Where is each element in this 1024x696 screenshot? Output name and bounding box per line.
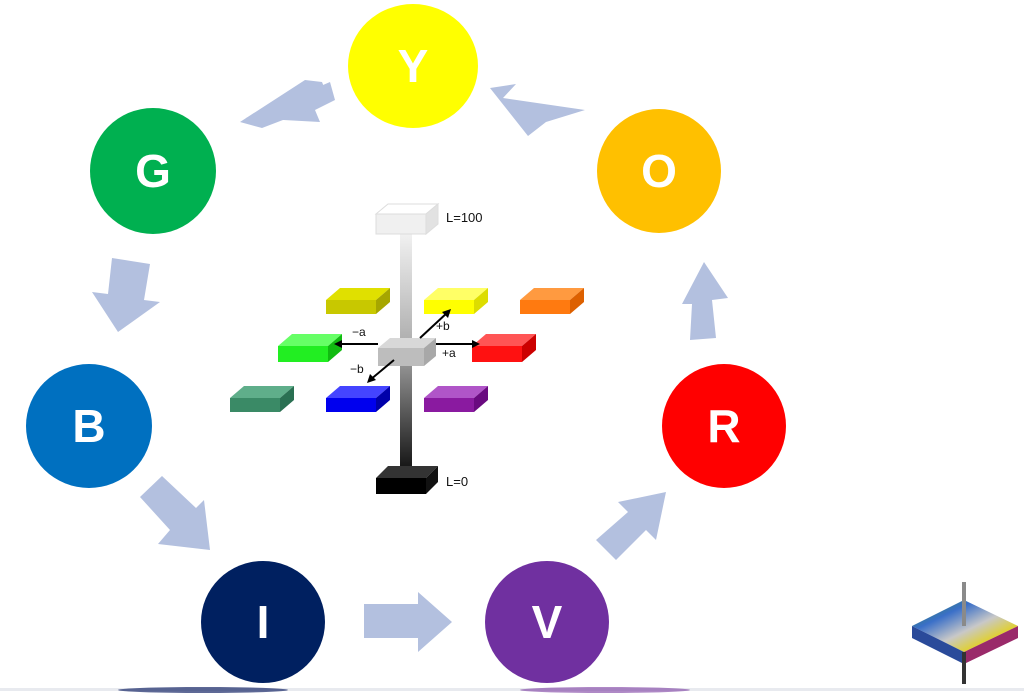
label-l-0: L=0 <box>446 474 468 489</box>
arrowhead-pos-a <box>472 340 480 348</box>
label-pos-a: +a <box>442 346 456 360</box>
axis-pos-b <box>419 311 449 339</box>
block-black <box>376 466 438 494</box>
arrow-o-to-y <box>490 84 585 136</box>
circle-letter: O <box>641 145 677 197</box>
bottom-divider <box>0 688 1024 691</box>
circle-letter: R <box>707 400 741 452</box>
circle-letter: V <box>531 596 563 648</box>
violet-reflection <box>520 687 690 693</box>
circle-letter: I <box>256 596 270 648</box>
arrow-y-to-g-body <box>240 80 330 128</box>
circle-violet: V <box>485 561 609 683</box>
arrow-r-to-o <box>682 262 728 340</box>
label-pos-b: +b <box>436 319 450 333</box>
arrow-b-to-i <box>140 476 210 550</box>
circle-yellow: Y <box>348 4 478 128</box>
circle-indigo: I <box>201 561 325 683</box>
arrowhead-neg-a <box>334 340 342 348</box>
block-white <box>374 202 440 236</box>
block-purple <box>424 386 488 412</box>
block-teal <box>230 386 294 412</box>
circle-letter: Y <box>397 40 429 92</box>
block-gray-center <box>378 338 436 366</box>
circle-green: G <box>90 108 216 234</box>
circle-red: R <box>662 364 786 488</box>
block-orange <box>520 288 584 314</box>
block-yellow <box>424 288 488 314</box>
axis-neg-b <box>369 359 395 381</box>
arrowhead-neg-b <box>367 374 376 383</box>
block-blue <box>326 386 390 412</box>
arrow-i-to-v <box>364 592 452 652</box>
circle-letter: G <box>135 145 171 197</box>
block-green <box>278 334 342 362</box>
block-red <box>472 334 536 362</box>
circle-letter: B <box>72 400 106 452</box>
circle-orange: O <box>597 109 721 233</box>
indigo-reflection <box>118 687 288 693</box>
block-olive <box>326 288 390 314</box>
label-neg-a: −a <box>352 325 366 339</box>
circle-blue: B <box>26 364 152 488</box>
label-neg-b: −b <box>350 362 364 376</box>
arrowhead-pos-b <box>442 309 451 318</box>
label-l-100: L=100 <box>446 210 483 225</box>
arrow-g-to-b <box>92 258 160 332</box>
arrow-v-to-r <box>596 492 666 560</box>
